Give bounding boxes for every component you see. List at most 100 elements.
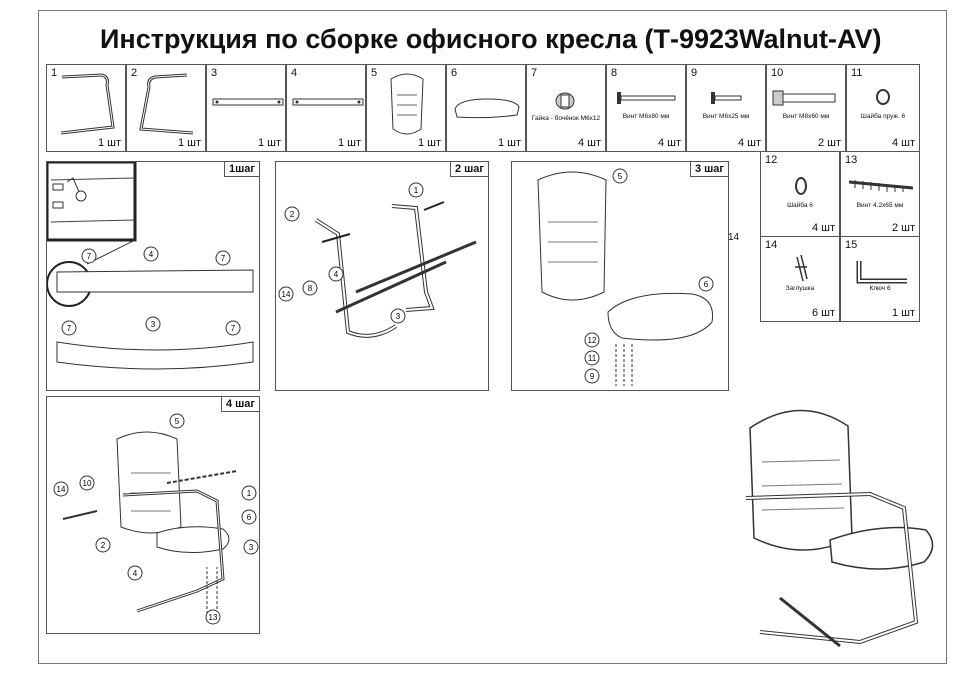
step-2-panel: 2 шаг 1 2 4 8 14 3 — [275, 161, 489, 391]
step-1-diagram: 7 4 7 7 3 7 — [47, 162, 254, 370]
part-qty: 1 шт — [337, 137, 361, 149]
callout-text: 10 — [83, 479, 92, 488]
part-number: 7 — [531, 67, 538, 79]
part-qty: 4 шт — [737, 137, 761, 149]
callout-text: 7 — [221, 254, 226, 263]
callout-text: 14 — [57, 485, 66, 494]
seat-icon — [454, 98, 520, 119]
callout: 7 — [215, 250, 231, 266]
part-number: 15 — [845, 239, 858, 251]
chair-frame-left-icon — [60, 73, 115, 135]
spring-washer-icon — [876, 89, 890, 105]
callout: 7 — [81, 248, 97, 264]
part-caption: Винт М8х60 мм — [782, 113, 830, 120]
callout: 1 — [241, 485, 257, 501]
callout-text: 3 — [151, 320, 156, 329]
step-4-panel: 4 шаг 5 14 10 1 6 2 — [46, 396, 260, 634]
assembled-chair-illustration — [745, 409, 934, 648]
callout: 5 — [169, 413, 185, 429]
callout-text: 2 — [290, 210, 295, 219]
step-label: 3 шаг — [689, 162, 728, 177]
part-number: 11 — [851, 67, 863, 79]
callout: 4 — [127, 565, 143, 581]
callout-text: 3 — [249, 543, 254, 552]
callout: 14 — [278, 286, 294, 302]
part-cell-4: 4 1 шт — [286, 64, 366, 152]
part-cell-10: 10 Винт М8х60 мм 2 шт — [766, 64, 846, 152]
step-1-panel: 1шаг 7 4 7 7 3 — [46, 161, 260, 391]
step-label: 1шаг — [224, 162, 259, 177]
bolt-icon — [772, 90, 836, 106]
part-number: 10 — [771, 67, 784, 79]
callout-text: 7 — [87, 252, 92, 261]
part-qty: 1 шт — [891, 307, 915, 319]
step-label: 4 шаг — [220, 397, 259, 412]
step-2-diagram: 1 2 4 8 14 3 — [278, 182, 477, 338]
page-frame — [38, 10, 947, 664]
callout-text: 6 — [247, 513, 252, 522]
callout-text: 6 — [704, 280, 709, 289]
part-caption: Гайка - бочёнок М6х12 — [531, 115, 601, 122]
part-qty: 1 шт — [257, 137, 281, 149]
part-qty: 2 шт — [891, 222, 915, 234]
part-qty: 2 шт — [817, 137, 841, 149]
part-number: 5 — [371, 67, 378, 79]
callout: 3 — [243, 539, 259, 555]
callout: 3 — [390, 308, 406, 324]
callout: 11 — [584, 350, 600, 366]
page-title: Инструкция по сборке офисного кресла (Т-… — [100, 24, 882, 54]
callout: 4 — [328, 266, 344, 282]
callout: 7 — [225, 320, 241, 336]
callout-text: 5 — [175, 417, 180, 426]
callout-text: 4 — [133, 569, 138, 578]
callout-text: 1 — [247, 489, 252, 498]
callout-text: 4 — [149, 250, 154, 259]
wood-screw-icon — [848, 180, 914, 192]
callout-text: 12 — [588, 336, 597, 345]
part-qty: 4 шт — [891, 137, 915, 149]
callout-text: 2 — [101, 541, 106, 550]
part-cell-8: 8 Винт М6х80 мм 4 шт — [606, 64, 686, 152]
part-caption: Шайба пруж. 6 — [860, 113, 906, 120]
part-number: 2 — [131, 67, 138, 79]
part-qty: 1 шт — [417, 137, 441, 149]
part-caption: Заглушка — [785, 285, 815, 292]
callout: 2 — [284, 206, 300, 222]
part-number: 9 — [691, 67, 698, 79]
part-caption: Шайба 6 — [787, 202, 813, 209]
step-4-diagram: 5 14 10 1 6 2 3 4 — [53, 413, 259, 625]
part-number: 12 — [765, 154, 778, 166]
part-qty: 4 шт — [577, 137, 601, 149]
callout-text: 9 — [590, 372, 595, 381]
callout: 5 — [612, 168, 628, 184]
part-cell-13: 13 Винт 4.2х65 мм 2 шт — [840, 151, 920, 237]
part-qty: 1 шт — [497, 137, 521, 149]
part-number: 3 — [211, 67, 218, 79]
callout-text: 7 — [231, 324, 236, 333]
part-cell-15: 15 Ключ 6 1 шт — [840, 236, 920, 322]
backrest-icon — [390, 73, 424, 135]
part-cell-6: 6 1 шт — [446, 64, 526, 152]
callout: 2 — [95, 537, 111, 553]
callout: 7 — [61, 320, 77, 336]
part-number: 1 — [51, 67, 58, 79]
crossbar-icon — [212, 98, 284, 106]
part-number: 8 — [611, 67, 618, 79]
screw-icon — [617, 92, 676, 104]
step-3-diagram: 5 6 12 11 9 — [537, 168, 714, 386]
part-caption: Винт М6х25 мм — [702, 113, 750, 120]
callout: 6 — [241, 509, 257, 525]
callout-text: 4 — [334, 270, 339, 279]
side-label: 14 — [728, 232, 740, 243]
callout-text: 5 — [618, 172, 623, 181]
part-cell-5: 5 1 шт — [366, 64, 446, 152]
screw-icon — [711, 92, 742, 104]
part-number: 4 — [291, 67, 298, 79]
washer-icon — [795, 177, 807, 195]
part-caption: Винт 4.2х65 мм — [856, 202, 904, 209]
part-caption: Винт М6х80 мм — [622, 113, 670, 120]
callout: 14 — [53, 481, 69, 497]
part-cell-12: 12 Шайба 6 4 шт — [760, 151, 840, 237]
callout-text: 3 — [396, 312, 401, 321]
part-qty: 6 шт — [811, 307, 835, 319]
